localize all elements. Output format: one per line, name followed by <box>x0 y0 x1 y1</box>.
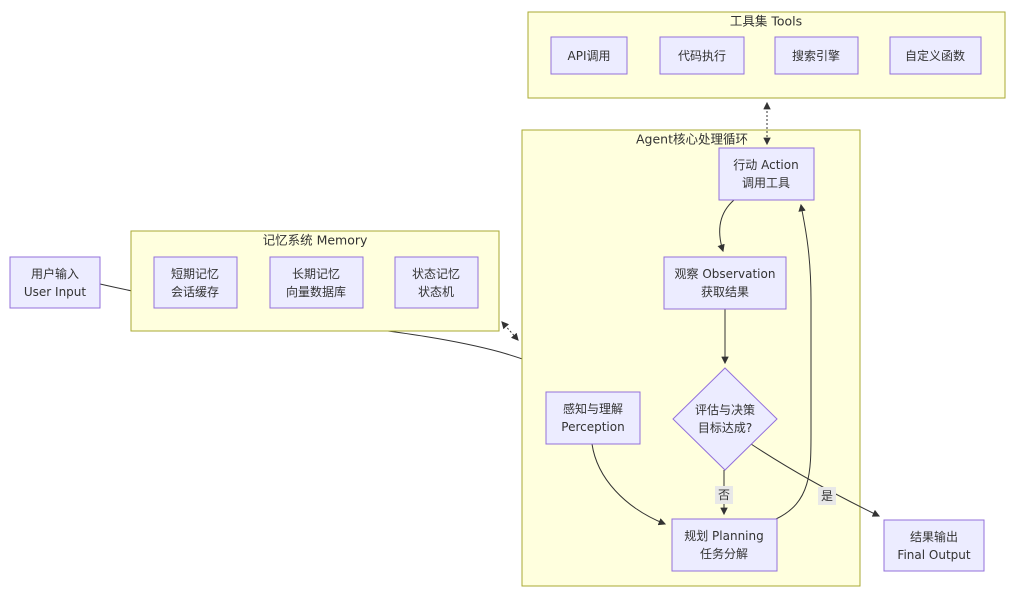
node-planning <box>671 518 778 572</box>
node-user-input-label-line2: User Input <box>24 285 87 299</box>
node-code-exec-label: 代码执行 <box>678 49 726 63</box>
node-state-memory-label-line1: 状态记忆 <box>412 267 460 281</box>
node-user-input-label-line1: 用户输入 <box>31 266 79 281</box>
node-action-label-line1: 行动 Action <box>733 158 798 172</box>
edge-label-no: 否 <box>718 488 730 502</box>
node-long-memory-label-line2: 向量数据库 <box>286 284 346 299</box>
node-api-call-label: API调用 <box>568 49 611 63</box>
edge-label-no-bg <box>715 486 733 504</box>
node-final-output-label-line2: Final Output <box>897 548 970 562</box>
cluster-memory-title: 记忆系统 Memory <box>263 233 368 248</box>
node-api-call <box>550 36 628 75</box>
node-planning-label-line2: 任务分解 <box>700 546 748 561</box>
node-code-exec <box>659 36 745 75</box>
node-final-output <box>883 519 985 572</box>
node-decision-diamond <box>672 367 778 471</box>
node-short-memory-label-line1: 短期记忆 <box>171 267 219 281</box>
edge-label-yes: 是 <box>821 489 833 503</box>
node-long-memory <box>269 256 364 309</box>
node-state-memory-label-line2: 状态机 <box>418 285 454 299</box>
node-user-input <box>9 256 101 309</box>
node-decision-label-line1: 评估与决策 <box>695 403 755 417</box>
node-observation <box>663 256 787 310</box>
edge-planning-to-action <box>775 203 812 520</box>
cluster-agent-loop-title: Agent核心处理循环 <box>636 132 748 147</box>
cluster-tools-title: 工具集 Tools <box>730 14 802 29</box>
node-custom-func-label: 自定义函数 <box>905 48 965 63</box>
edge-label-yes-bg <box>818 487 836 505</box>
node-decision-label-line2: 目标达成? <box>698 421 752 435</box>
node-final-output-label-line1: 结果输出 <box>910 529 958 544</box>
node-action <box>718 147 815 201</box>
node-state-memory <box>394 256 479 309</box>
node-long-memory-label-line1: 长期记忆 <box>292 267 340 281</box>
node-observation-label-line2: 获取结果 <box>701 285 749 299</box>
node-action-label-line2: 调用工具 <box>742 176 790 190</box>
edge-decision-to-final-output-yes <box>750 443 881 517</box>
node-perception <box>545 391 641 445</box>
node-short-memory-label-line2: 会话缓存 <box>171 285 219 299</box>
edge-memory-agent-bidirectional <box>501 321 519 341</box>
edge-action-to-observation <box>717 199 735 253</box>
node-observation-label-line1: 观察 Observation <box>675 267 776 281</box>
node-planning-label-line1: 规划 Planning <box>684 528 764 543</box>
node-perception-label-line1: 感知与理解 <box>563 401 623 416</box>
edge-perception-to-planning <box>591 443 667 526</box>
node-search-engine <box>774 36 859 75</box>
node-perception-label-line2: Perception <box>561 420 624 434</box>
node-search-engine-label: 搜索引擎 <box>792 48 840 63</box>
node-custom-func <box>889 36 982 75</box>
node-short-memory <box>153 256 238 309</box>
